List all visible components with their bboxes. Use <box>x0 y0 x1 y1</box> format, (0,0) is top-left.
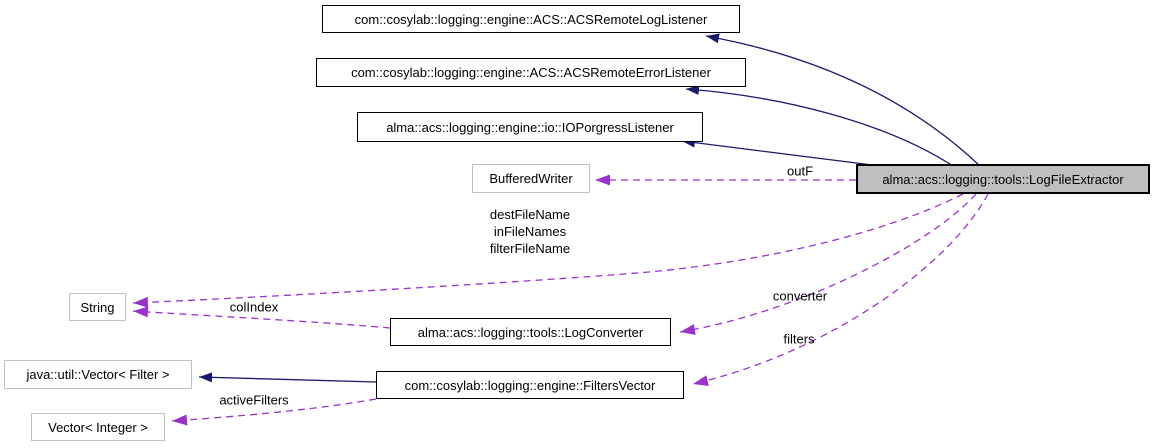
edge-label-filters: filters <box>783 331 815 347</box>
edge-label-colindex: colIndex <box>229 299 279 315</box>
edge-label-filenames: destFileName inFileNames filterFileName <box>490 206 570 257</box>
edge-inherits-acsremoteerrorlistener <box>685 84 954 167</box>
node-java-util-vector-filter: java::util::Vector< Filter > <box>4 360 192 389</box>
node-io-porgress-listener[interactable]: alma::acs::logging::engine::io::IOPorgre… <box>357 112 703 142</box>
edge-label-activefilters: activeFilters <box>219 392 289 408</box>
node-filters-vector[interactable]: com::cosylab::logging::engine::FiltersVe… <box>376 371 684 399</box>
edge-usage-converter <box>679 193 977 335</box>
edge-usage-filenames-string <box>132 193 964 308</box>
edge-usage-filters <box>692 193 989 386</box>
node-acs-remote-error-listener[interactable]: com::cosylab::logging::engine::ACS::ACSR… <box>316 58 746 87</box>
edge-inherits-acsremoteloglistener <box>705 33 981 167</box>
edge-usage-activefilters <box>171 398 377 426</box>
node-vector-integer: Vector< Integer > <box>31 413 165 441</box>
edge-label-infilenames: inFileNames <box>493 224 567 239</box>
edge-label-outf: outF <box>786 163 814 179</box>
node-acs-remote-log-listener[interactable]: com::cosylab::logging::engine::ACS::ACSR… <box>322 5 740 33</box>
edge-label-destfilename: destFileName <box>489 207 571 222</box>
node-string: String <box>69 293 126 321</box>
node-log-converter[interactable]: alma::acs::logging::tools::LogConverter <box>390 318 671 346</box>
edge-label-converter: converter <box>772 288 828 304</box>
edge-inherits-ioporgresslistener <box>681 137 881 167</box>
node-log-file-extractor: alma::acs::logging::tools::LogFileExtrac… <box>856 164 1150 194</box>
edge-filtersvector-extends-vectorfilter <box>198 372 377 383</box>
node-buffered-writer: BufferedWriter <box>472 164 590 193</box>
edge-label-filterfilename: filterFileName <box>489 241 571 256</box>
